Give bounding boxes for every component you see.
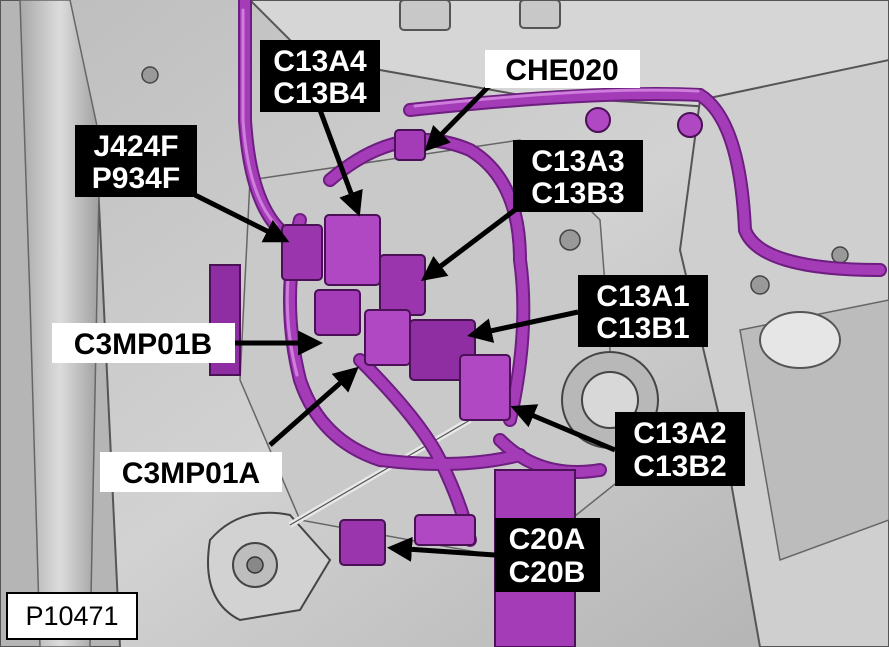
callout-c13a4: C13A4 C13B4 — [260, 40, 380, 112]
callout-j424f-line1: J424F — [93, 130, 178, 163]
callout-c13a3-line2: C13B3 — [531, 177, 624, 210]
callout-c13a3-line1: C13A3 — [531, 145, 624, 178]
callout-c13a1-line2: C13B1 — [596, 312, 689, 345]
callout-c13a1-line1: C13A1 — [596, 280, 689, 313]
callout-c3mp01b: C3MP01B — [52, 323, 235, 363]
callout-c13a4-line1: C13A4 — [273, 45, 367, 78]
callout-c20a-line2: C20B — [509, 556, 586, 589]
arrow-c20a — [387, 536, 496, 562]
wiring-harness — [238, 0, 887, 547]
callout-j424f: J424F P934F — [75, 125, 197, 197]
leader-arrows — [193, 78, 616, 562]
callout-che020: CHE020 — [485, 50, 640, 88]
arrow-j424f — [193, 192, 290, 243]
figure-id: P10471 — [25, 601, 118, 631]
callout-c13a3: C13A3 C13B3 — [513, 140, 643, 212]
arrow-c3mp01a — [268, 366, 359, 447]
callout-che020-line1: CHE020 — [505, 54, 618, 87]
arrow-c13a3 — [421, 208, 517, 282]
arrow-c13a1 — [467, 309, 579, 343]
callout-c20a-line1: C20A — [509, 523, 586, 556]
figure-id-box: P10471 — [6, 592, 138, 640]
callout-c20a: C20A C20B — [495, 518, 600, 592]
callout-j424f-line2: P934F — [92, 162, 180, 195]
arrow-c13a4 — [317, 109, 363, 217]
callout-c3mp01a-line1: C3MP01A — [122, 457, 260, 490]
callout-c13a2: C13A2 C13B2 — [615, 412, 745, 486]
arrow-c13a2 — [510, 404, 616, 453]
callout-c3mp01b-line1: C3MP01B — [74, 328, 212, 361]
callout-c13a2-line2: C13B2 — [633, 450, 726, 483]
callout-c13a4-line2: C13B4 — [273, 77, 367, 110]
arrow-che020 — [424, 78, 497, 152]
callout-c13a2-line1: C13A2 — [633, 417, 726, 450]
callout-c13a1: C13A1 C13B1 — [578, 275, 708, 347]
callout-c3mp01a: C3MP01A — [100, 452, 282, 492]
